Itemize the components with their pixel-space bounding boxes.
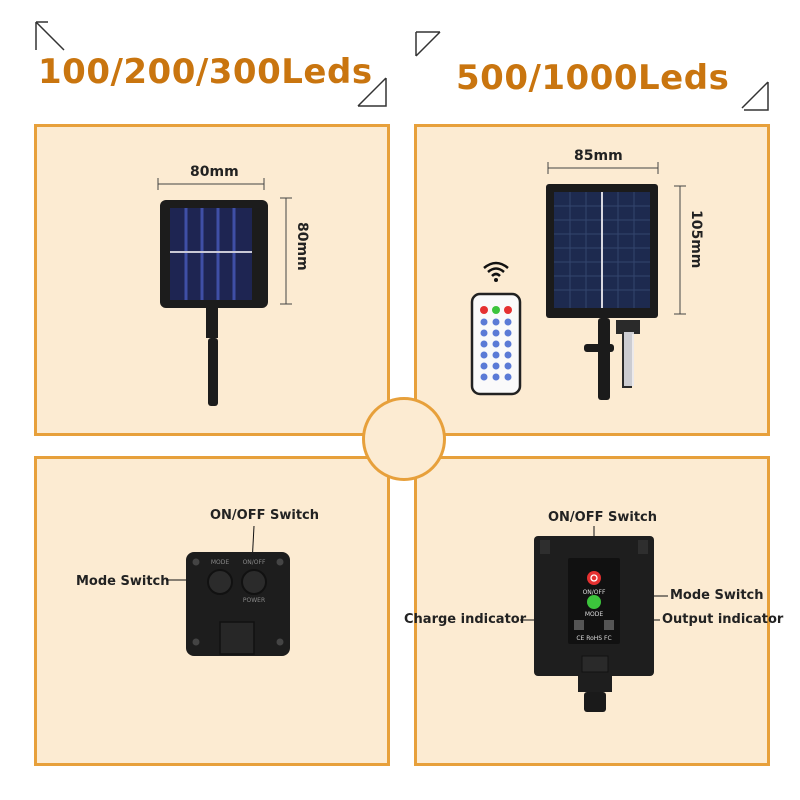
corner-mark-top-left — [35, 21, 65, 51]
width-label-small: 80mm — [190, 164, 239, 180]
solar-panel-large — [546, 184, 658, 400]
print-mode-small: MODE — [211, 559, 230, 566]
solar-panel-small — [160, 200, 268, 406]
height-label-large: 105mm — [688, 210, 704, 269]
center-circle — [362, 397, 446, 481]
output-led-icon — [604, 620, 614, 630]
wifi-signal-icon — [483, 261, 509, 282]
print-cert-large: CE RoHS FC — [576, 635, 611, 642]
print-mode-large: MODE — [585, 611, 604, 618]
control-box-small: MODE ON/OFF POWER — [186, 552, 290, 656]
print-onoff-small: ON/OFF — [243, 559, 266, 566]
height-dimension-line-small — [280, 197, 292, 305]
on-off-switch-label-large: ON/OFF Switch — [548, 510, 658, 525]
title-large-leds: 500/1000Leds — [456, 58, 730, 98]
corner-mark-right — [741, 81, 769, 111]
mode-switch-label-large: Mode Switch — [670, 588, 764, 603]
width-label-large: 85mm — [574, 148, 623, 164]
title-small-leds: 100/200/300Leds — [38, 52, 373, 92]
print-power-small: POWER — [243, 597, 265, 604]
on-off-switch-label-small: ON/OFF Switch — [210, 508, 320, 523]
control-box-large: ON/OFF MODE CE RoHS FC — [534, 536, 654, 712]
print-onoff-large: ON/OFF — [583, 589, 606, 596]
height-label-small: 80mm — [294, 222, 310, 271]
output-indicator-label: Output indicator — [662, 612, 784, 627]
width-dimension-line-small — [157, 178, 265, 190]
mode-switch-label-small: Mode Switch — [76, 574, 170, 589]
charge-led-icon — [574, 620, 584, 630]
width-dimension-line-large — [547, 162, 659, 174]
charge-indicator-label: Charge indicator — [404, 612, 527, 627]
remote-control — [470, 292, 522, 396]
corner-mark-mid-left — [357, 77, 387, 107]
height-dimension-line-large — [674, 185, 686, 315]
corner-mark-top-right — [415, 31, 441, 57]
